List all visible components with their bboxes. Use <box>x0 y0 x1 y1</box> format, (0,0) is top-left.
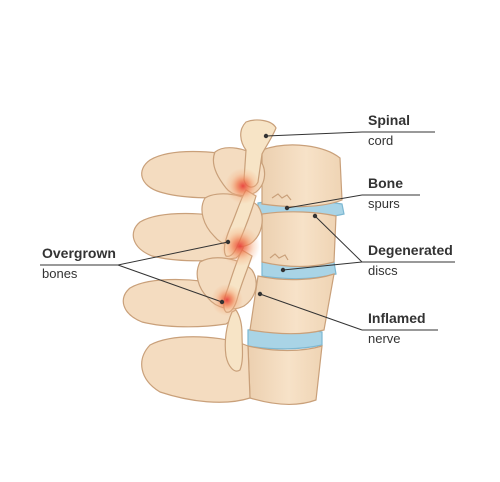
label-inflamed-nerve-title: Inflamed <box>368 310 426 326</box>
label-spinal-cord-title: Spinal <box>368 112 411 128</box>
label-overgrown-bones-sub: bones <box>42 266 78 282</box>
lower-lamina <box>141 336 251 403</box>
label-inflamed-nerve-sub: nerve <box>368 331 401 347</box>
label-inflamed-nerve: Inflamed nerve <box>368 310 426 347</box>
vertebral-body-3 <box>249 273 335 335</box>
label-spinal-cord: Spinal cord <box>368 112 410 149</box>
vertebral-body-4 <box>247 345 323 406</box>
leader-line-overgrown-bones <box>40 239 231 305</box>
leader-line-inflamed-nerve <box>257 291 438 331</box>
label-degenerated-discs-sub: discs <box>368 263 398 279</box>
nerve-root-lower <box>224 309 244 372</box>
bone-spur-2 <box>269 253 289 261</box>
leader-line-bone-spurs <box>284 194 420 211</box>
label-spinal-cord-sub: cord <box>368 133 394 149</box>
inflammation-glow-middle <box>220 226 260 266</box>
label-bone-spurs-sub: spurs <box>368 196 400 212</box>
label-degenerated-discs: Degenerated discs <box>368 242 453 279</box>
bone-spur-1 <box>271 193 292 201</box>
label-degenerated-discs-title: Degenerated <box>368 242 453 258</box>
inflammation-glow-lower <box>211 284 243 316</box>
label-bone-spurs: Bone spurs <box>368 175 403 212</box>
label-bone-spurs-title: Bone <box>368 175 403 191</box>
inflammation-glow-upper <box>225 168 261 204</box>
label-overgrown-bones-title: Overgrown <box>42 245 116 261</box>
vertebral-body-1 <box>261 144 343 208</box>
label-overgrown-bones: Overgrown bones <box>42 245 116 282</box>
leader-line-spinal-cord <box>263 131 435 139</box>
vertebral-body-2 <box>261 211 337 268</box>
leader-line-degenerated-discs <box>280 213 455 273</box>
